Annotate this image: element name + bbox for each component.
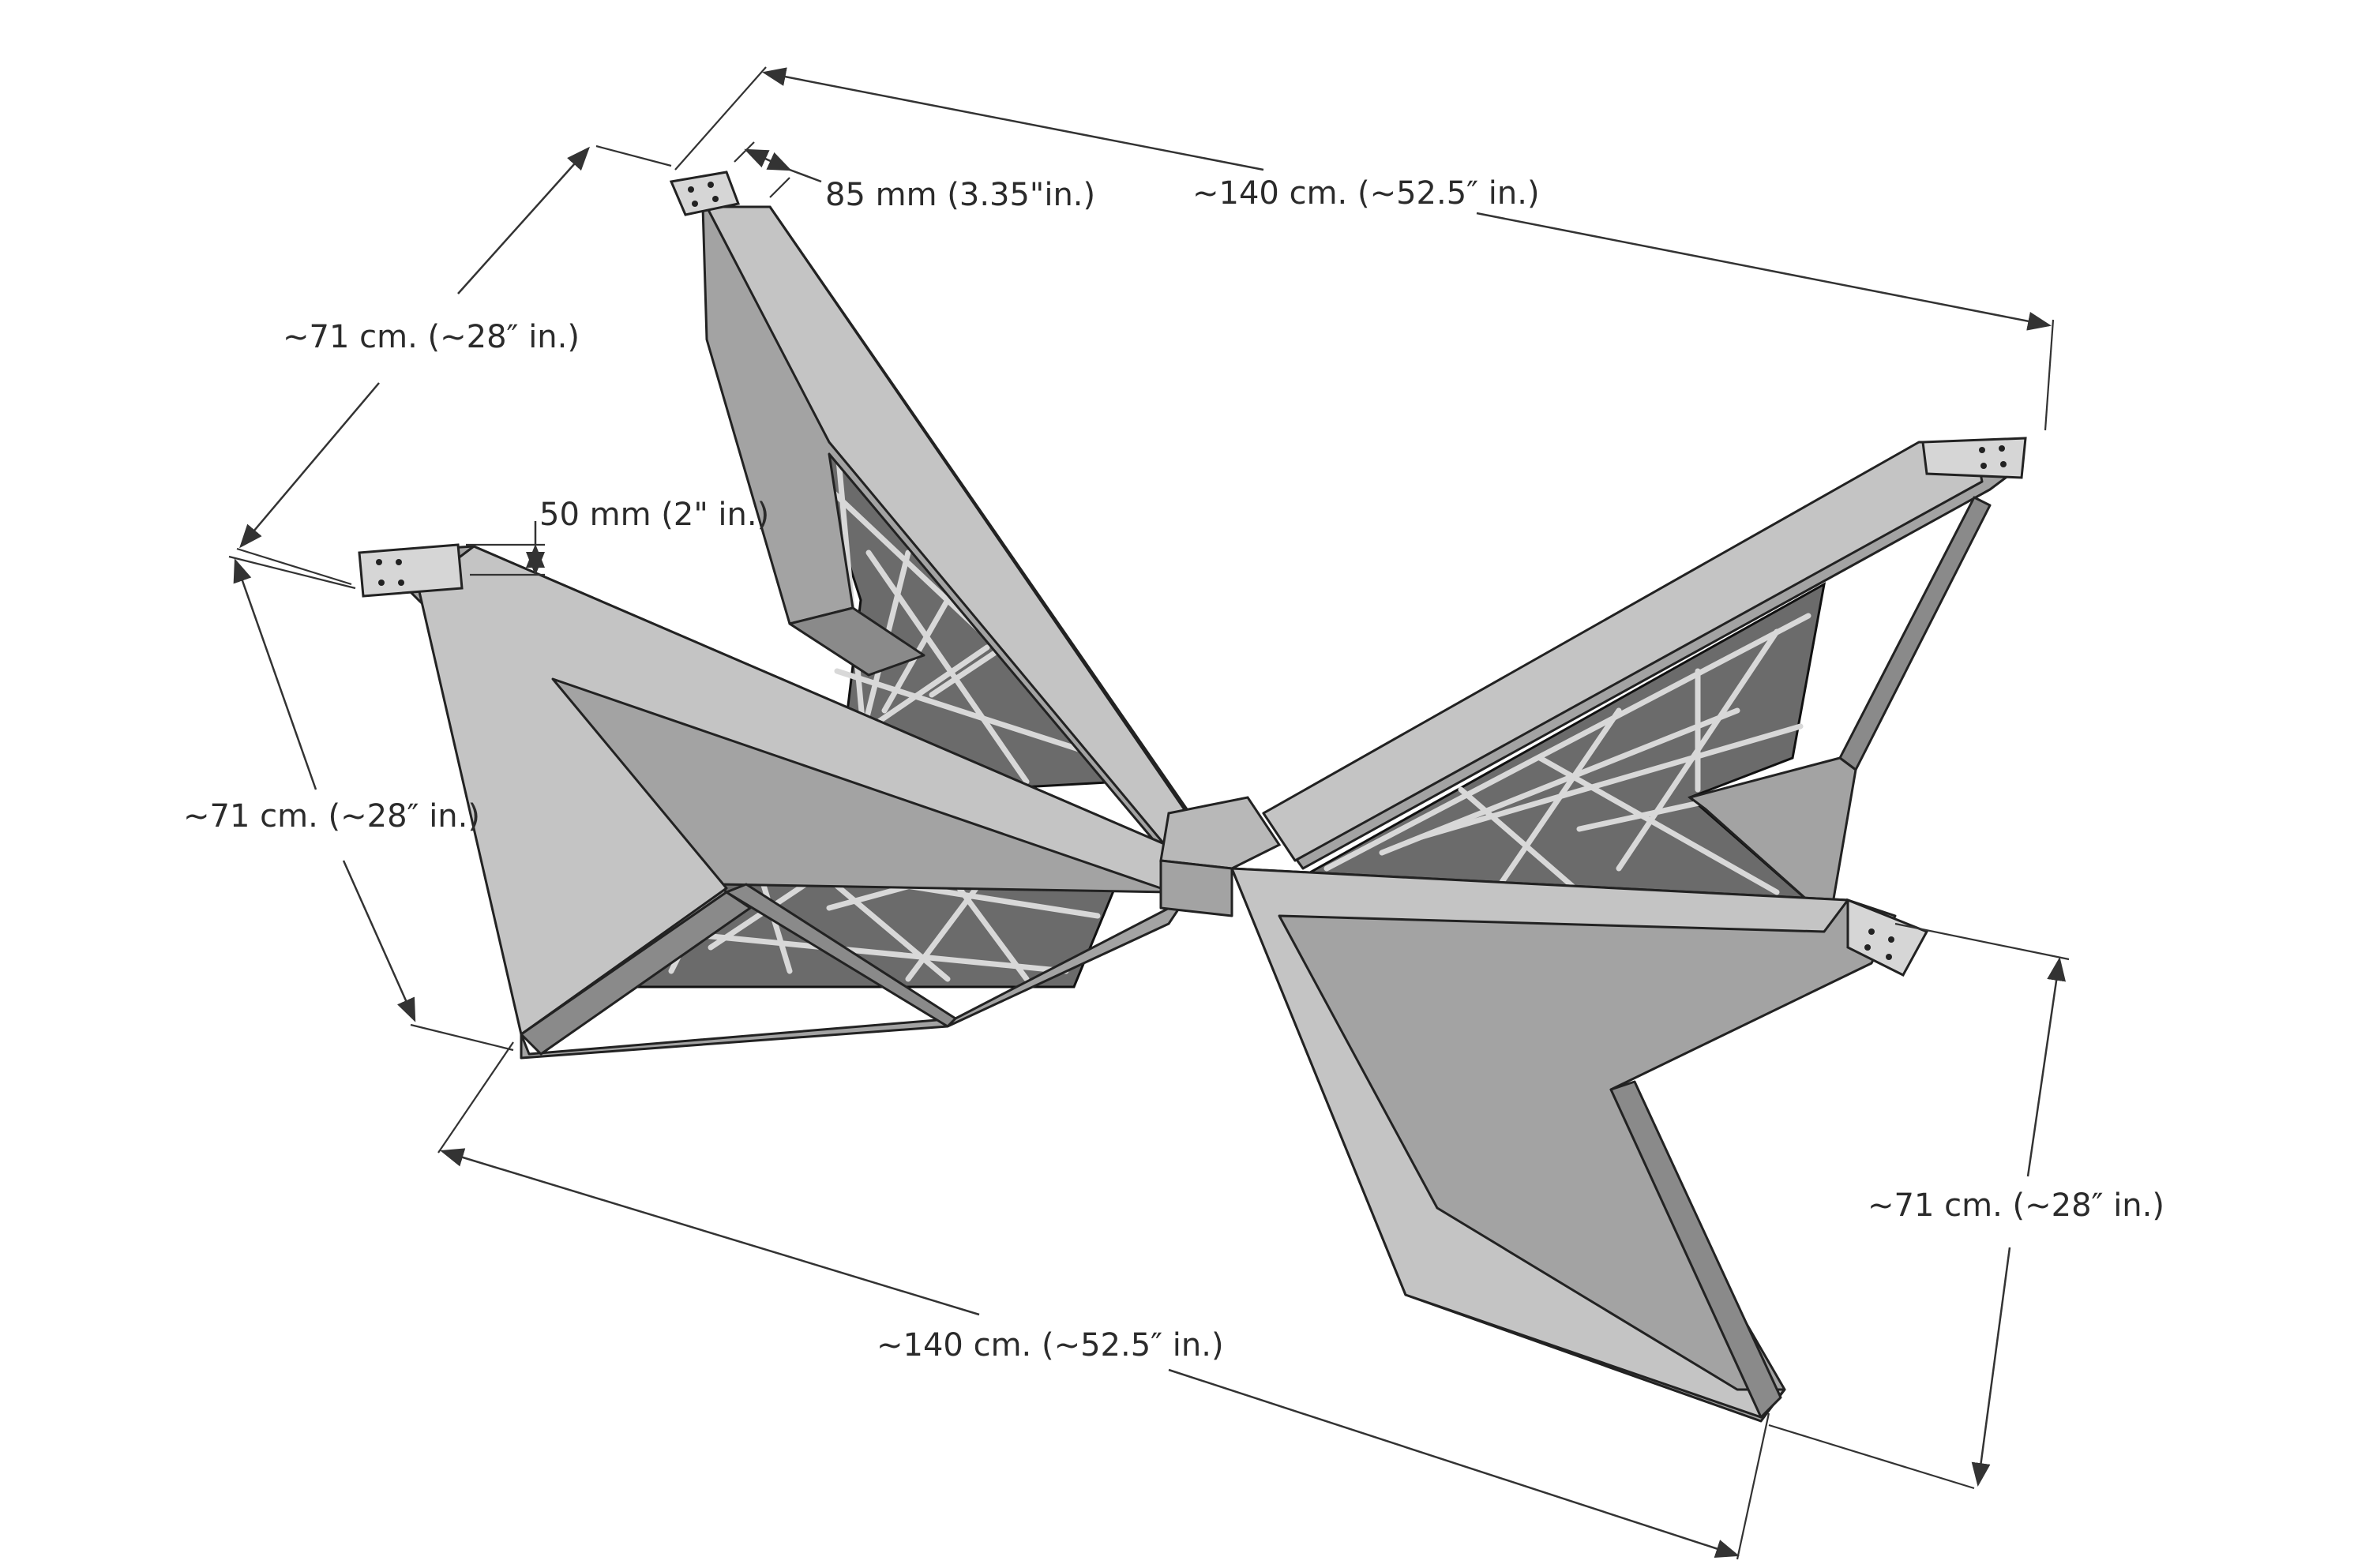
frame-arm-right-lower <box>1230 867 1897 1423</box>
frame-arm-left <box>370 545 1186 1060</box>
label-upper-left-arm: ~71 cm. (~28″ in.) <box>283 319 580 355</box>
frame-arm-right-upper <box>1262 441 2023 910</box>
lattice-panel-right-upper <box>1298 582 1826 910</box>
dimension-height <box>466 521 545 576</box>
bolt-hole-icon <box>2000 461 2007 467</box>
dimension-left-arm <box>228 555 514 1052</box>
bolt-hole-icon <box>1886 954 1892 960</box>
mounting-plate-icon <box>669 171 741 216</box>
label-right-arm: ~71 cm. (~28″ in.) <box>1868 1187 2164 1224</box>
bolt-hole-icon <box>1864 944 1871 951</box>
bolt-hole-icon <box>1888 936 1894 943</box>
label-top-width: 85 mm (3.35"in.) <box>825 177 1095 213</box>
label-bottom-length: ~140 cm. (~52.5″ in.) <box>877 1327 1224 1364</box>
bolt-hole-icon <box>692 201 698 207</box>
dimension-upper-left-arm <box>236 144 672 586</box>
label-left-arm: ~71 cm. (~28″ in.) <box>183 798 480 835</box>
bolt-hole-icon <box>1999 445 2005 452</box>
bolt-hole-icon <box>688 186 694 193</box>
bolt-hole-icon <box>376 559 382 565</box>
bolt-hole-icon <box>1868 928 1875 935</box>
bolt-hole-icon <box>712 196 719 202</box>
bolt-hole-icon <box>378 580 385 586</box>
bolt-hole-icon <box>1979 447 1985 453</box>
frame-arm-upper <box>701 205 1194 850</box>
mounting-plate-icon <box>358 543 464 598</box>
dimension-bottom-length <box>437 1041 1770 1560</box>
bolt-hole-icon <box>396 559 402 565</box>
mounting-plate-icon <box>1846 898 1929 977</box>
mounting-plate-icon <box>1921 437 2027 479</box>
dimension-right-arm <box>1768 922 2070 1490</box>
bolt-hole-icon <box>398 580 404 586</box>
bolt-hole-icon <box>1980 463 1987 469</box>
bolt-hole-icon <box>708 182 714 188</box>
central-hub <box>1159 796 1282 917</box>
dimension-top-length <box>674 66 2055 431</box>
dimension-top-width <box>734 141 822 198</box>
label-height: 50 mm (2" in.) <box>539 497 769 533</box>
label-top-length: ~140 cm. (~52.5″ in.) <box>1192 175 1540 212</box>
